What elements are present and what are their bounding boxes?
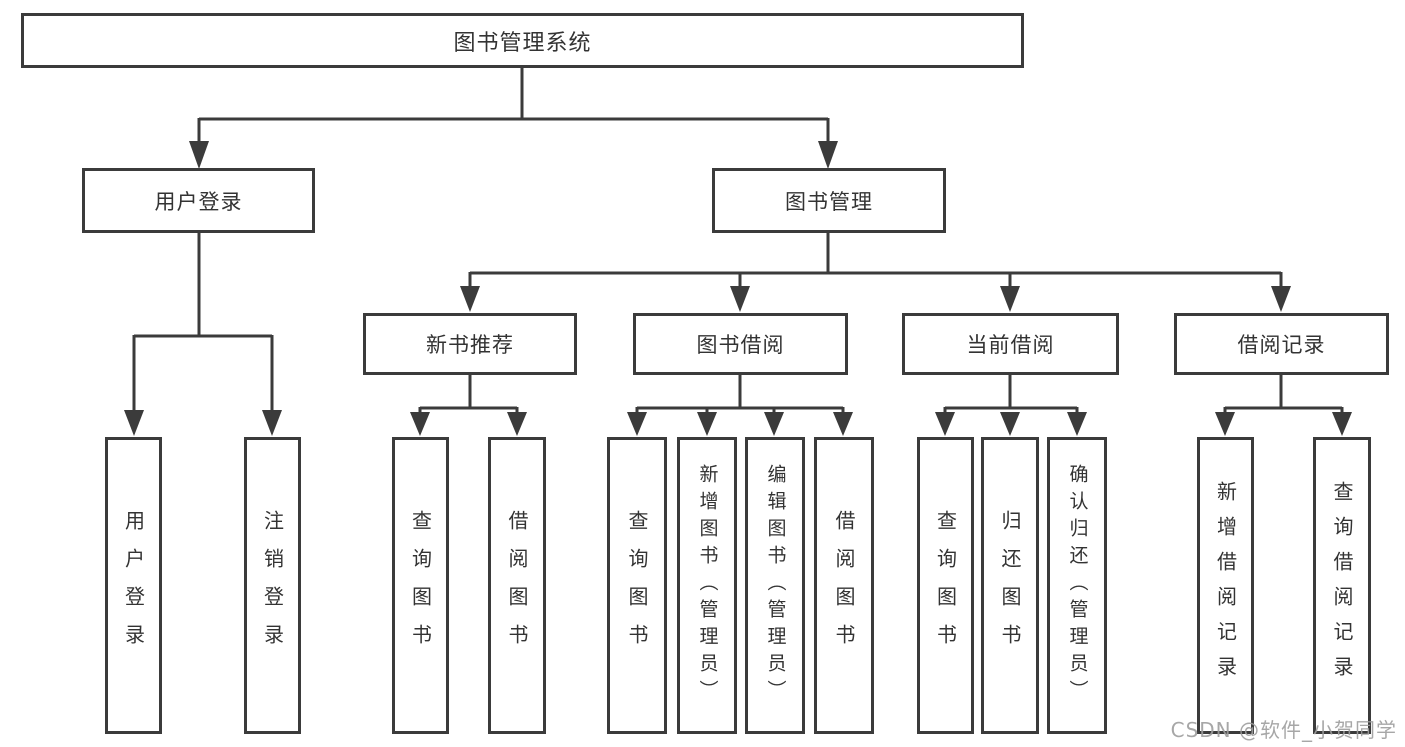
- connector-book-mgmt-children: [460, 233, 1291, 312]
- node-leaf-logout-label: 注销登录: [260, 509, 285, 662]
- node-leaf-user-login: 用户登录: [105, 437, 162, 734]
- node-leaf-query-book-3: 查询图书: [917, 437, 974, 734]
- node-leaf-logout: 注销登录: [244, 437, 301, 734]
- node-leaf-borrow-book-2-label: 借阅图书: [832, 509, 856, 662]
- connector-new-book-rec-children: [410, 375, 527, 436]
- node-user-login: 用户登录: [82, 168, 315, 233]
- node-leaf-query-borrow-record: 查询借阅记录: [1313, 437, 1371, 734]
- node-leaf-query-book-2-label: 查询图书: [625, 509, 649, 662]
- node-leaf-confirm-return-admin-label: 确认归还（管理员）: [1066, 464, 1089, 707]
- node-leaf-query-book-3-label: 查询图书: [933, 509, 958, 662]
- node-leaf-borrow-book-1-label: 借阅图书: [505, 509, 529, 662]
- node-user-login-label: 用户登录: [154, 189, 243, 214]
- node-leaf-add-borrow-record: 新增借阅记录: [1197, 437, 1254, 734]
- node-current-borrow: 当前借阅: [902, 313, 1119, 375]
- node-root: 图书管理系统: [21, 13, 1024, 68]
- node-root-label: 图书管理系统: [453, 30, 592, 56]
- node-borrow-records-label: 借阅记录: [1237, 333, 1326, 357]
- node-leaf-query-book-1: 查询图书: [392, 437, 449, 734]
- node-new-book-rec: 新书推荐: [363, 313, 577, 375]
- node-leaf-query-borrow-record-label: 查询借阅记录: [1330, 480, 1354, 691]
- node-leaf-add-book-admin-label: 新增图书（管理员）: [696, 464, 719, 707]
- node-current-borrow-label: 当前借阅: [966, 333, 1055, 357]
- connector-borrow-records-children: [1215, 375, 1352, 436]
- node-leaf-borrow-book-1: 借阅图书: [488, 437, 546, 734]
- node-leaf-add-borrow-record-label: 新增借阅记录: [1213, 480, 1238, 691]
- node-leaf-user-login-label: 用户登录: [121, 509, 146, 662]
- node-leaf-borrow-book-2: 借阅图书: [814, 437, 874, 734]
- connector-current-borrow-children: [935, 375, 1087, 436]
- watermark: CSDN @软件_小贺同学: [1170, 718, 1397, 742]
- connector-book-borrow-children: [627, 375, 853, 436]
- node-leaf-query-book-2: 查询图书: [607, 437, 667, 734]
- node-leaf-confirm-return-admin: 确认归还（管理员）: [1047, 437, 1107, 734]
- node-leaf-return-book-label: 归还图书: [998, 509, 1022, 662]
- node-leaf-edit-book-admin-label: 编辑图书（管理员）: [764, 464, 787, 707]
- connector-root-to-level2: [189, 67, 838, 169]
- node-leaf-add-book-admin: 新增图书（管理员）: [677, 437, 737, 734]
- node-new-book-rec-label: 新书推荐: [426, 333, 514, 357]
- node-leaf-query-book-1-label: 查询图书: [408, 509, 433, 662]
- node-borrow-records: 借阅记录: [1174, 313, 1389, 375]
- node-book-borrow-label: 图书借阅: [696, 333, 785, 357]
- node-leaf-edit-book-admin: 编辑图书（管理员）: [745, 437, 805, 734]
- node-book-mgmt-label: 图书管理: [785, 189, 873, 214]
- node-leaf-return-book: 归还图书: [981, 437, 1039, 734]
- node-book-mgmt: 图书管理: [712, 168, 946, 233]
- node-book-borrow: 图书借阅: [633, 313, 848, 375]
- connector-user-login-children: [124, 233, 282, 436]
